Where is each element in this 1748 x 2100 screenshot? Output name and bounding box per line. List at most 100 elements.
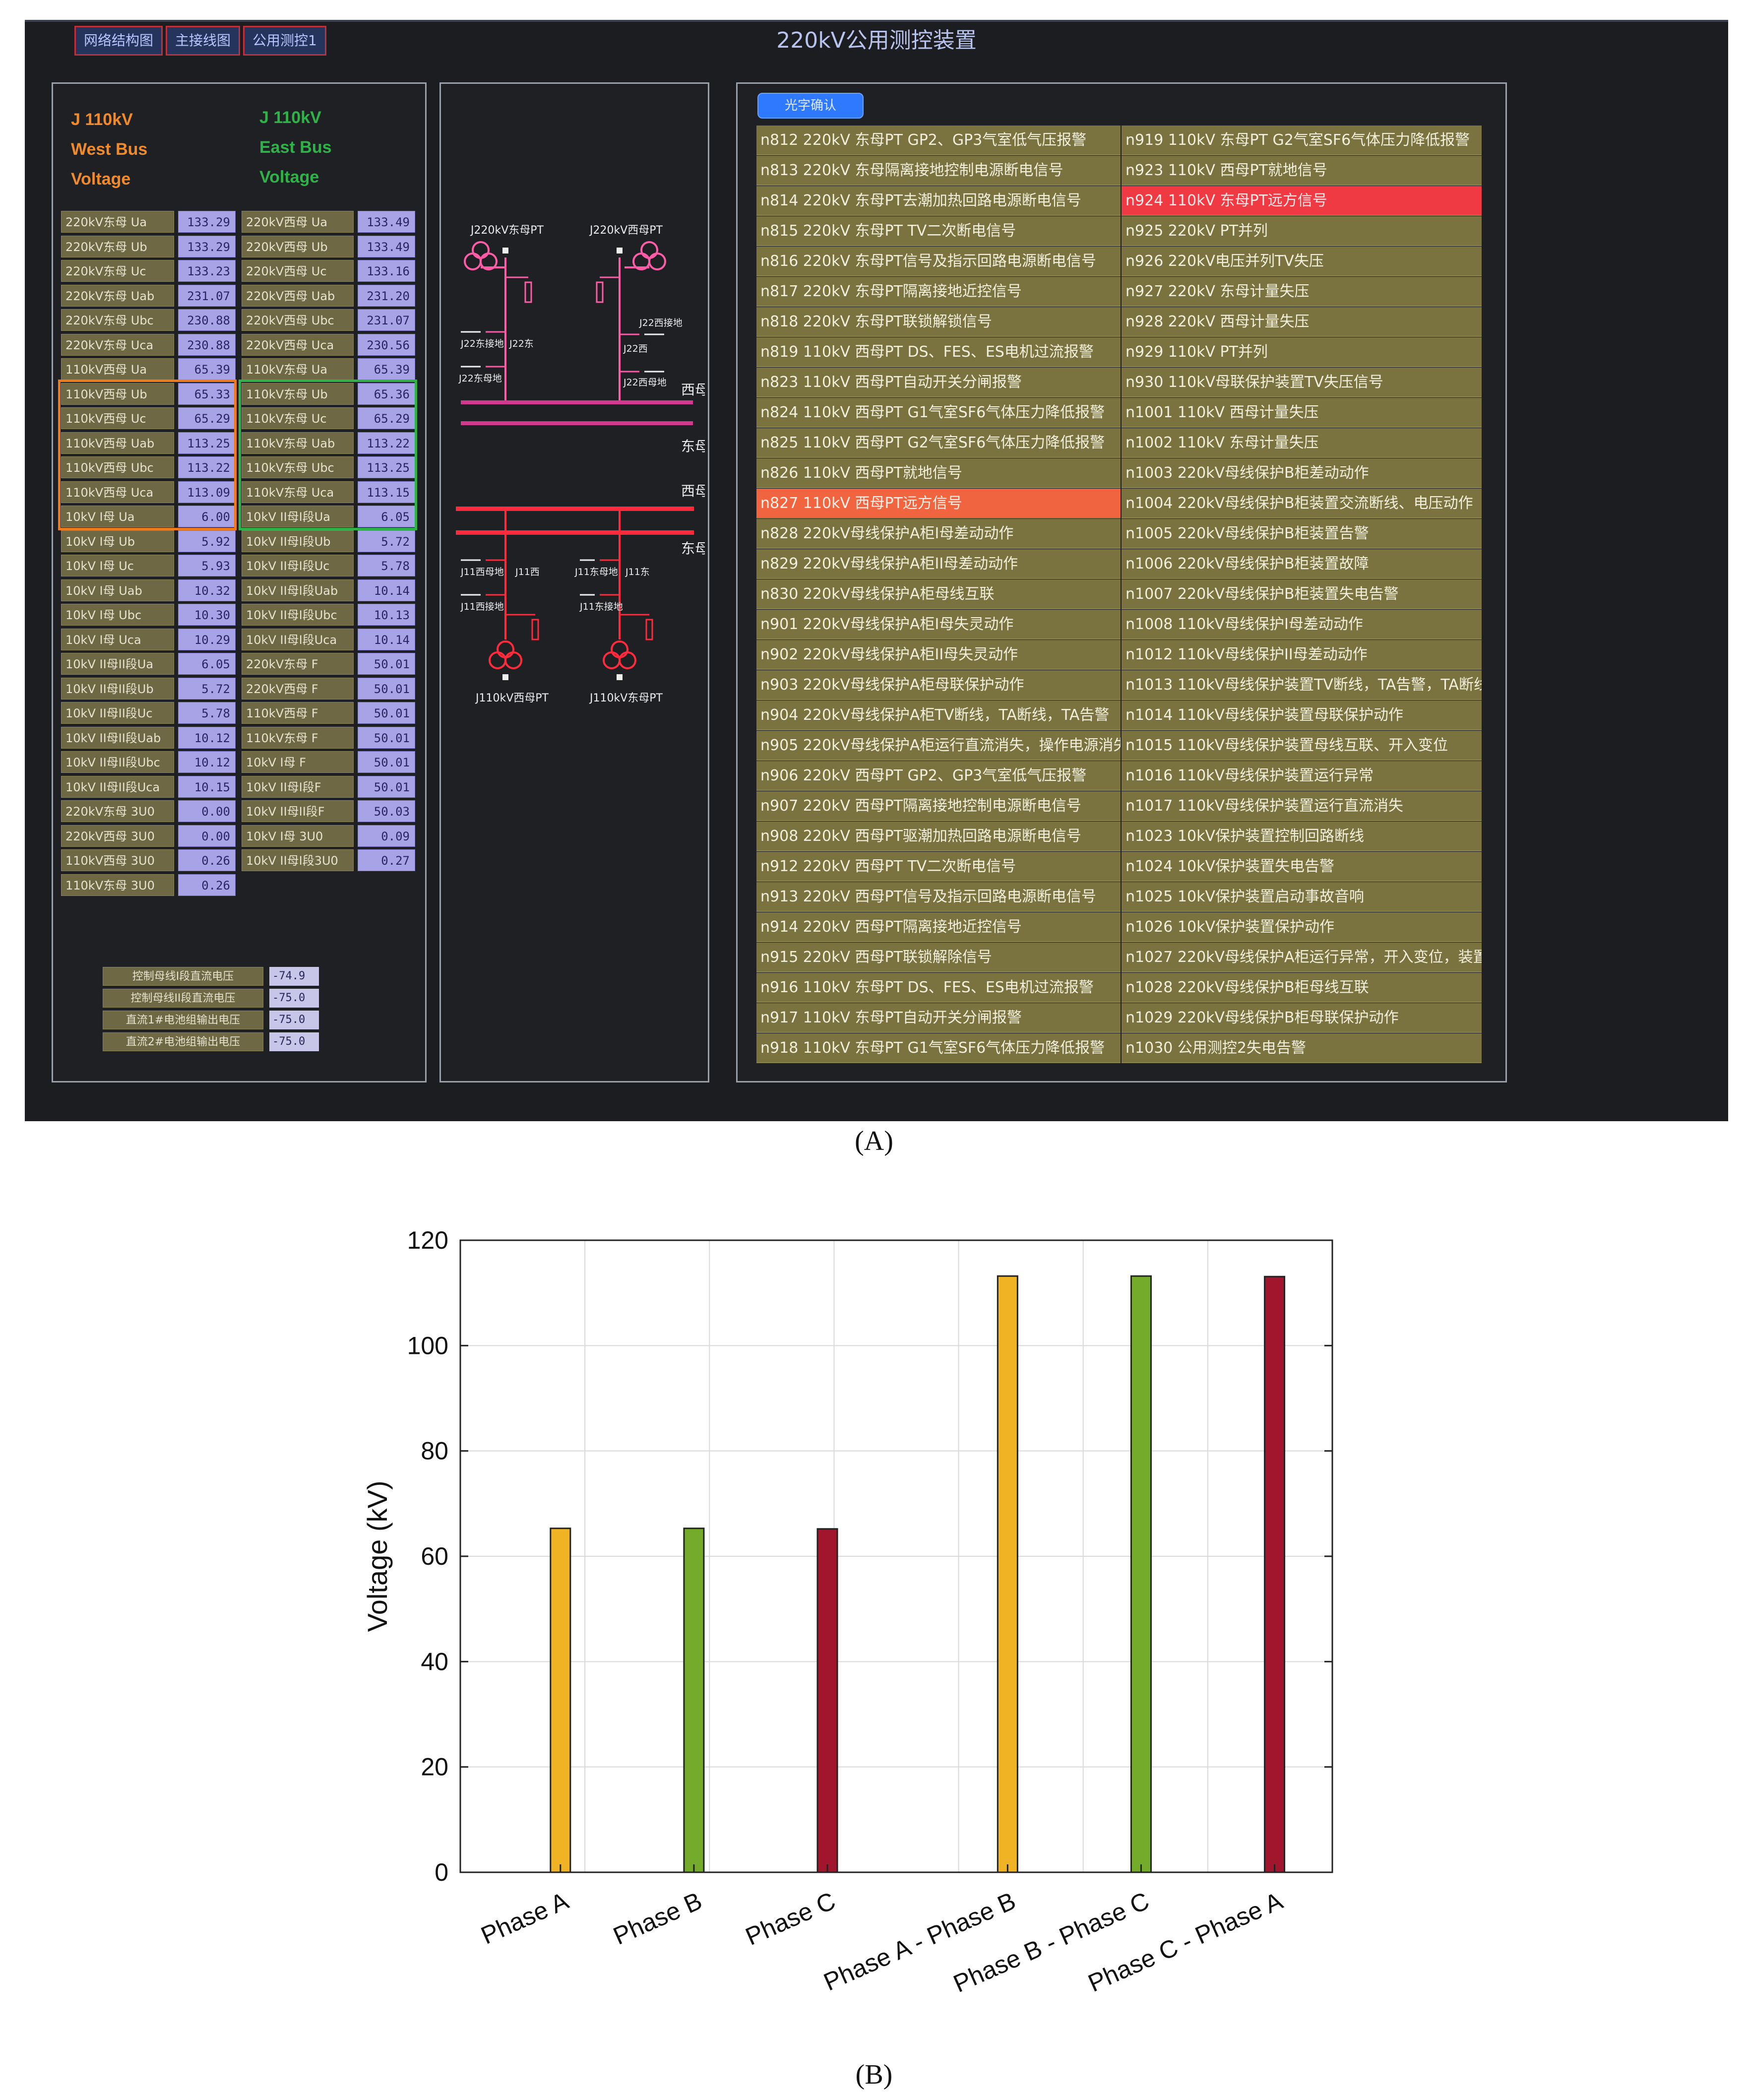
alarm-tile[interactable]: n1024 10kV保护装置失电告警 [1122,852,1482,882]
bus-220kv-east [461,421,693,425]
alarm-tile[interactable]: n1012 110kV母线保护II母差动动作 [1122,640,1482,670]
alarm-tile[interactable]: n1030 公用测控2失电告警 [1122,1033,1482,1063]
alarm-tile[interactable]: n816 220kV 东母PT信号及指示回路电源断电信号 [756,247,1121,276]
alarm-tile[interactable]: n907 220kV 西母PT隔离接地控制电源断电信号 [756,791,1121,821]
alarm-tile[interactable]: n828 220kV母线保护A柜I母差动动作 [756,519,1121,549]
alarm-tile[interactable]: n1001 110kV 西母计量失压 [1122,398,1482,428]
alarm-tile[interactable]: n918 110kV 东母PT G1气室SF6气体压力降低报警 [756,1033,1121,1063]
alarm-tile[interactable]: n1013 110kV母线保护装置TV断线，TA告警，TA断线 [1122,670,1482,700]
meter-label: 220kV东母 F [242,653,354,675]
pt-110kv-east[interactable] [580,510,653,680]
alarm-tile[interactable]: n1007 220kV母线保护B柜装置失电告警 [1122,579,1482,609]
meter-value: 0.26 [178,849,236,871]
meter-value: 65.36 [358,382,415,405]
alarm-tile[interactable]: n917 110kV 东母PT自动开关分闸报警 [756,1003,1121,1033]
alarm-tile[interactable]: n914 220kV 西母PT隔离接地近控信号 [756,912,1121,942]
alarm-tile[interactable]: n1008 110kV母线保护I母差动动作 [1122,610,1482,639]
meter-label: 110kV东母 Ub [242,382,354,405]
meter-label: 110kV西母 Ua [61,358,174,380]
meter-label: 10kV II母I段Uab [242,579,354,601]
alarm-tile[interactable]: n824 110kV 西母PT G1气室SF6气体压力降低报警 [756,398,1121,428]
alarm-tile[interactable]: n929 110kV PT并列 [1122,337,1482,367]
alarm-tile[interactable]: n1027 220kV母线保护A柜运行异常，开入变位，装置异常 [1122,943,1482,972]
alarm-tile[interactable]: n1004 220kV母线保护B柜装置交流断线、电压动作 [1122,489,1482,518]
meter-value: 230.88 [178,333,236,356]
alarm-tile[interactable]: n928 220kV 西母计量失压 [1122,307,1482,337]
alarm-tile[interactable]: n818 220kV 东母PT联锁解锁信号 [756,307,1121,337]
alarm-tile[interactable]: n1014 110kV母线保护装置母联保护动作 [1122,700,1482,730]
meter-label: 220kV东母 3U0 [61,800,174,822]
meter-label: 110kV西母 Ub [61,382,174,405]
alarm-tile[interactable]: n1028 220kV母线保护B柜母线互联 [1122,973,1482,1003]
alarm-tile[interactable]: n903 220kV母线保护A柜母联保护动作 [756,670,1121,700]
meter-value: 5.78 [358,555,415,576]
meter-value: 231.07 [358,309,415,331]
meter-label: 10kV II母II段F [242,800,354,822]
alarm-tile[interactable]: n813 220kV 东母隔离接地控制电源断电信号 [756,156,1121,186]
meter-label: 110kV东母 Uab [242,432,354,454]
alarm-tile[interactable]: n905 220kV母线保护A柜运行直流消失，操作电源消失 [756,731,1121,761]
pt-220kv-west[interactable] [596,241,666,401]
meter-value: 113.09 [178,481,236,503]
alarm-tile[interactable]: n1017 110kV母线保护装置运行直流消失 [1122,791,1482,821]
alarm-tile[interactable]: n1002 110kV 东母计量失压 [1122,428,1482,458]
alarm-tile[interactable]: n1029 220kV母线保护B柜母联保护动作 [1122,1003,1482,1033]
meter-label: 10kV I母 Ub [61,530,174,552]
meter-value: 5.93 [178,555,236,576]
alarm-tile[interactable]: n814 220kV 东母PT去潮加热回路电源断电信号 [756,186,1121,216]
alarm-tile[interactable]: n927 220kV 东母计量失压 [1122,277,1482,307]
tab-common-measure[interactable]: 公用测控1 [243,26,326,56]
meter-label: 10kV I母 Uca [61,628,174,650]
meter-value: 230.56 [358,333,415,356]
alarm-tile[interactable]: n826 110kV 西母PT就地信号 [756,458,1121,488]
alarm-tile[interactable]: n823 110kV 西母PT自动开关分闸报警 [756,368,1121,397]
alarm-tile[interactable]: n1023 10kV保护装置控制回路断线 [1122,822,1482,851]
meter-value: 10.12 [178,751,236,773]
alarm-tile[interactable]: n827 110kV 西母PT远方信号 [756,489,1121,518]
alarm-tile[interactable]: n815 220kV 东母PT TV二次断电信号 [756,216,1121,246]
alarm-tile[interactable]: n1003 220kV母线保护B柜差动动作 [1122,458,1482,488]
alarm-tile[interactable]: n912 220kV 西母PT TV二次断电信号 [756,852,1121,882]
alarm-tile[interactable]: n1015 110kV母线保护装置母线互联、开入变位 [1122,731,1482,761]
alarm-tile[interactable]: n829 220kV母线保护A柜II母差动动作 [756,549,1121,579]
meter-value: 10.14 [358,579,415,601]
alarm-tile[interactable]: n904 220kV母线保护A柜TV断线，TA断线，TA告警 [756,700,1121,730]
alarm-tile[interactable]: n1005 220kV母线保护B柜装置告警 [1122,519,1482,549]
alarm-tile[interactable]: n812 220kV 东母PT GP2、GP3气室低气压报警 [756,126,1121,155]
alarm-tile[interactable]: n915 220kV 西母PT联锁解除信号 [756,943,1121,972]
alarm-tile[interactable]: n925 220kV PT并列 [1122,216,1482,246]
meter-value: 50.01 [358,677,415,700]
pt-110kv-west[interactable] [461,510,539,680]
alarm-tile[interactable]: n1026 10kV保护装置保护动作 [1122,912,1482,942]
alarm-tile[interactable]: n916 110kV 东母PT DS、FES、ES电机过流报警 [756,973,1121,1003]
meter-label: 10kV II母I段F [242,775,354,798]
bus-220kv-west [461,400,693,404]
alarm-tile[interactable]: n919 110kV 东母PT G2气室SF6气体压力降低报警 [1122,126,1482,155]
alarm-tile[interactable]: n1006 220kV母线保护B柜装置故障 [1122,549,1482,579]
alarm-tile[interactable]: n926 220kV电压并列TV失压 [1122,247,1482,276]
confirm-alarms-button[interactable]: 光字确认 [757,93,864,119]
alarm-tile[interactable]: n830 220kV母线保护A柜母线互联 [756,579,1121,609]
alarm-tile[interactable]: n924 110kV 东母PT远方信号 [1122,186,1482,216]
alarm-tile[interactable]: n825 110kV 西母PT G2气室SF6气体压力降低报警 [756,428,1121,458]
alarm-tile[interactable]: n906 220kV 西母PT GP2、GP3气室低气压报警 [756,761,1121,791]
alarm-tile[interactable]: n913 220kV 西母PT信号及指示回路电源断电信号 [756,882,1121,912]
alarm-tile[interactable]: n901 220kV母线保护A柜I母失灵动作 [756,610,1121,639]
alarm-tile[interactable]: n908 220kV 西母PT驱潮加热回路电源断电信号 [756,822,1121,851]
alarm-tile[interactable]: n1025 10kV保护装置启动事故音响 [1122,882,1482,912]
pt-220kv-east[interactable] [461,241,532,401]
alarm-tile[interactable]: n930 110kV母联保护装置TV失压信号 [1122,368,1482,397]
bar-4 [997,1275,1018,1873]
alarm-tile[interactable]: n819 110kV 西母PT DS、FES、ES电机过流报警 [756,337,1121,367]
alarm-tile[interactable]: n817 220kV 东母PT隔离接地近控信号 [756,277,1121,307]
meter-label: 10kV I母 Ua [61,506,174,527]
alarm-tile[interactable]: n902 220kV母线保护A柜II母失灵动作 [756,640,1121,670]
meter-value: 133.16 [358,260,415,282]
bar-3 [816,1528,838,1873]
alarm-tile[interactable]: n1016 110kV母线保护装置运行异常 [1122,761,1482,791]
tab-main-wiring[interactable]: 主接线图 [166,26,241,56]
alarm-tile[interactable]: n923 110kV 西母PT就地信号 [1122,156,1482,186]
meter-label: 220kV东母 Ubc [61,309,174,331]
tab-network-diagram[interactable]: 网络结构图 [74,26,163,56]
